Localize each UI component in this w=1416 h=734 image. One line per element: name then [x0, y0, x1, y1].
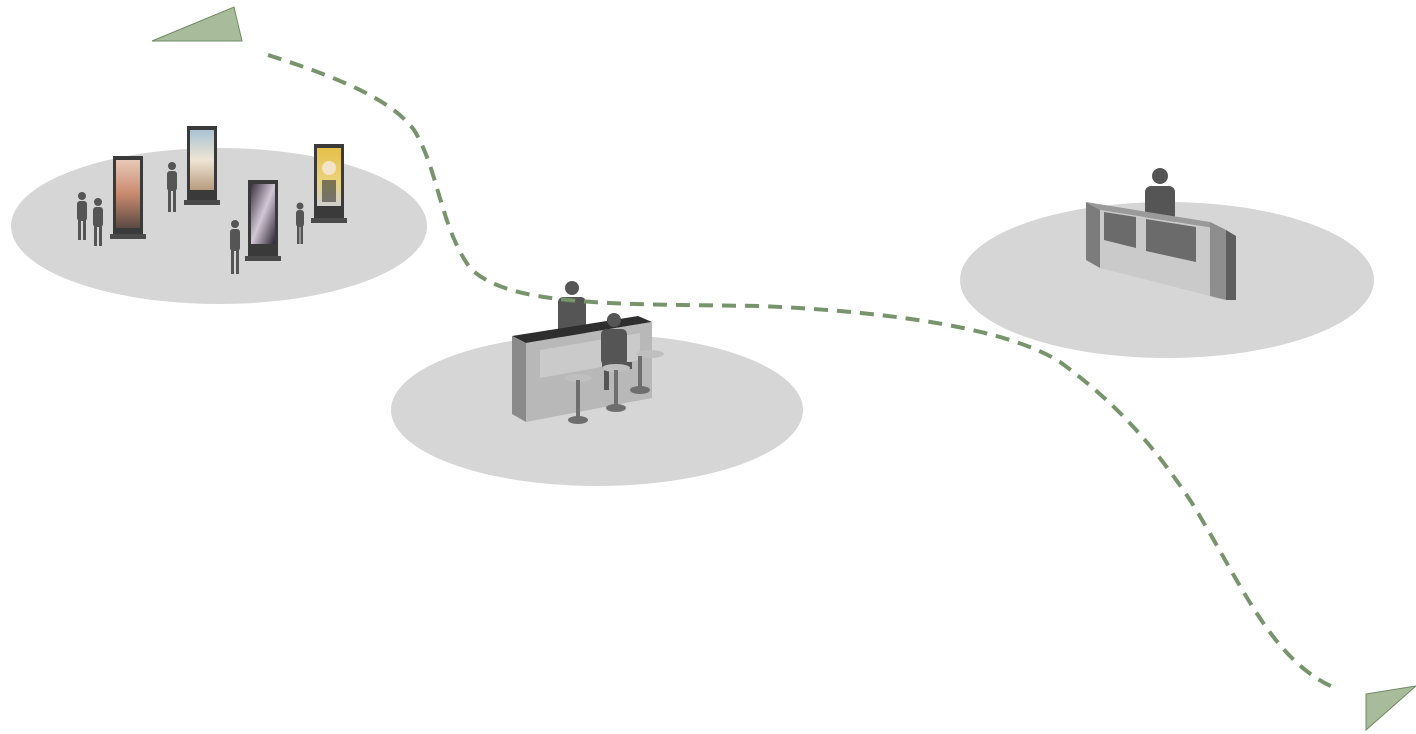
signage-kiosk-icon — [311, 144, 347, 223]
path-start-arrow-icon — [152, 7, 242, 41]
signage-kiosk-icon — [110, 156, 146, 239]
zone-floor-signage — [11, 148, 427, 304]
path-end-arrow-icon — [1366, 686, 1416, 730]
signage-kiosk-icon — [245, 180, 281, 261]
signage-kiosk-icon — [184, 126, 220, 205]
